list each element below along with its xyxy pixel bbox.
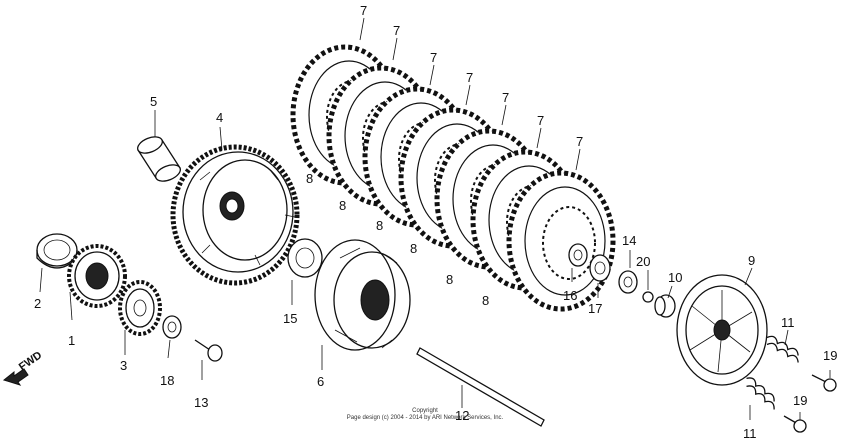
part-18-washer — [162, 315, 182, 339]
part-5-collar — [137, 136, 181, 182]
callout-14: 14 — [622, 233, 636, 248]
callout-1: 1 — [68, 333, 75, 348]
copyright-line-1: Copyright — [412, 408, 438, 414]
part-11-spring-upper — [766, 335, 799, 363]
copyright-line-2: Page design (c) 2004 - 2014 by ARI Netwo… — [346, 415, 504, 421]
part-12-push-rod — [416, 347, 545, 427]
callout-19a: 19 — [823, 348, 837, 363]
callout-7c: 7 — [430, 50, 437, 65]
callout-10: 10 — [668, 270, 682, 285]
callout-7e: 7 — [502, 90, 509, 105]
callout-8f: 8 — [482, 293, 489, 308]
callout-3: 3 — [120, 358, 127, 373]
part-11-spring-lower — [746, 377, 775, 410]
callout-8d: 8 — [410, 241, 417, 256]
clutch-plate-stack — [290, 44, 616, 312]
part-9-pressure-plate — [676, 274, 768, 386]
callout-8a: 8 — [306, 171, 313, 186]
callout-13: 13 — [194, 395, 208, 410]
callout-2: 2 — [34, 296, 41, 311]
clutch-plate-ring-7 — [524, 186, 606, 296]
callout-7d: 7 — [466, 70, 473, 85]
part-19-bolt-upper — [811, 374, 837, 392]
part-17-lock-washer — [589, 254, 611, 282]
callout-11b: 11 — [743, 426, 757, 441]
callout-8e: 8 — [446, 272, 453, 287]
callout-7b: 7 — [393, 23, 400, 38]
forward-arrow-icon: FWD — [2, 349, 44, 386]
part-10-lifter — [654, 294, 676, 318]
copyright-notice: Copyright Page design (c) 2004 - 2014 by… — [0, 408, 850, 422]
part-4-clutch-outer — [170, 144, 300, 286]
part-20-ball — [642, 291, 654, 303]
callout-7g: 7 — [576, 134, 583, 149]
part-2-bushing — [36, 233, 78, 269]
callout-15: 15 — [283, 311, 297, 326]
callout-4: 4 — [216, 110, 223, 125]
part-13-bolt — [194, 339, 223, 362]
callout-7f: 7 — [537, 113, 544, 128]
callout-8b: 8 — [339, 198, 346, 213]
part-14-nut — [618, 270, 638, 294]
part-1-drive-gear — [67, 244, 127, 308]
clutch-plate-inner-7 — [542, 206, 596, 280]
part-3-gear — [118, 280, 162, 336]
callout-17: 17 — [588, 301, 602, 316]
callout-12: 12 — [455, 408, 469, 423]
callout-labels: 1 2 3 4 5 6 7 7 7 7 7 7 7 8 8 8 8 8 8 9 … — [34, 3, 837, 441]
fwd-label: FWD — [17, 349, 44, 373]
callout-8c: 8 — [376, 218, 383, 233]
callout-9: 9 — [748, 253, 755, 268]
part-16-washer — [568, 243, 588, 267]
callout-11a: 11 — [781, 315, 795, 330]
part-15-washer — [287, 238, 323, 278]
part-6-clutch-center — [314, 239, 411, 351]
callout-7a: 7 — [360, 3, 367, 18]
callout-19b: 19 — [793, 393, 807, 408]
friction-plate-7 — [506, 170, 616, 312]
callout-16: 16 — [563, 288, 577, 303]
callout-6: 6 — [317, 374, 324, 389]
callout-20: 20 — [636, 254, 650, 269]
callout-5: 5 — [150, 94, 157, 109]
callout-18: 18 — [160, 373, 174, 388]
